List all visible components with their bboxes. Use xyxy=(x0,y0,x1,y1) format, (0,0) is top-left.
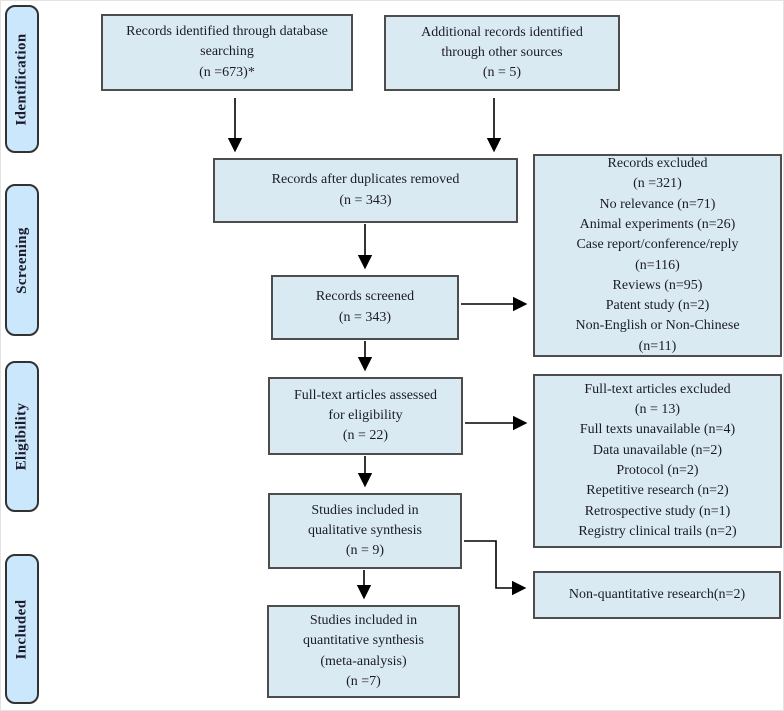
box-fulltext-excluded: Full-text articles excluded (n = 13) Ful… xyxy=(533,374,782,548)
box-database-search-text: Records identified through database sear… xyxy=(126,24,328,80)
stage-eligibility-label: Eligibility xyxy=(13,402,30,471)
box-duplicates-removed: Records after duplicates removed (n = 34… xyxy=(213,158,518,223)
box-fulltext-assessed-text: Full-text articles assessed for eligibil… xyxy=(293,387,438,444)
box-qualitative-synthesis-text: Studies included in qualitative synthesi… xyxy=(308,502,422,559)
stage-screening: Screening xyxy=(5,184,39,336)
box-duplicates-removed-text: Records after duplicates removed (n = 34… xyxy=(271,172,460,208)
box-qualitative-synthesis: Studies included in qualitative synthesi… xyxy=(268,493,462,569)
box-records-screened-text: Records screened (n = 343) xyxy=(315,289,415,325)
stage-included: Included xyxy=(5,554,39,704)
box-database-search: Records identified through database sear… xyxy=(101,14,353,91)
stage-identification-label: Identification xyxy=(13,32,30,126)
box-quantitative-synthesis: Studies included in quantitative synthes… xyxy=(267,605,460,698)
box-other-sources: Additional records identified through ot… xyxy=(384,15,620,91)
box-records-excluded: Records excluded (n =321) No relevance (… xyxy=(533,154,782,357)
box-non-quantitative: Non-quantitative research(n=2) xyxy=(533,571,781,619)
box-fulltext-assessed: Full-text articles assessed for eligibil… xyxy=(268,377,463,455)
stage-screening-label: Screening xyxy=(13,226,30,294)
box-records-screened: Records screened (n = 343) xyxy=(271,275,459,340)
stage-eligibility: Eligibility xyxy=(5,361,39,512)
stage-identification: Identification xyxy=(5,5,39,153)
box-records-excluded-text: Records excluded (n =321) No relevance (… xyxy=(575,156,740,354)
box-quantitative-synthesis-text: Studies included in quantitative synthes… xyxy=(303,612,424,689)
box-other-sources-text: Additional records identified through ot… xyxy=(421,24,583,81)
box-fulltext-excluded-text: Full-text articles excluded (n = 13) Ful… xyxy=(578,381,737,539)
stage-included-label: Included xyxy=(13,599,30,659)
box-non-quantitative-text: Non-quantitative research(n=2) xyxy=(568,586,746,602)
